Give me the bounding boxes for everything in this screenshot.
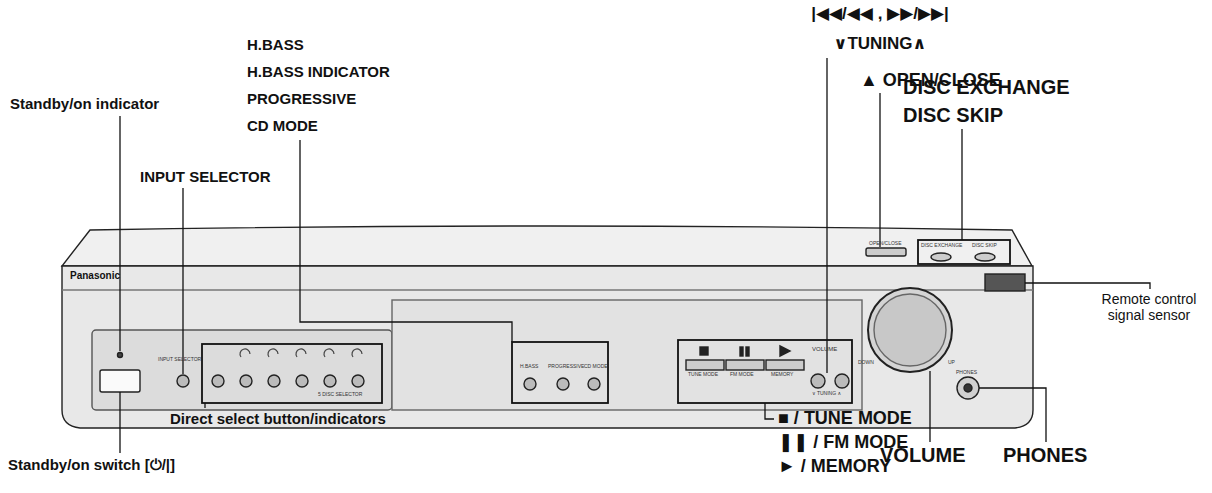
- face-edge: [62, 289, 1033, 290]
- standby-indicator: [118, 353, 123, 358]
- group-outline: [918, 240, 1010, 264]
- callout-label: H.BASS INDICATOR: [247, 63, 390, 80]
- callout-label: Direct select button/indicators: [170, 410, 386, 427]
- callout-label: Standby/on switch [⏻/|]: [8, 456, 175, 473]
- callout-label: PHONES: [1003, 444, 1087, 467]
- panel-print: H.BASS: [520, 364, 538, 370]
- panel-print: ∨ TUNING ∧: [812, 391, 841, 397]
- group-outline: [512, 342, 608, 403]
- group-outline: [678, 340, 852, 403]
- panel-print: CD MODE: [584, 364, 608, 370]
- panel-print: DOWN: [858, 360, 874, 366]
- panel-print: FM MODE: [730, 372, 754, 378]
- disc-icon: [240, 349, 250, 357]
- disc-icon: [324, 349, 334, 357]
- disc-icon: [268, 349, 278, 357]
- volume-knob: [868, 288, 952, 372]
- phones-jack: [957, 377, 979, 399]
- panel-print: OPEN/CLOSE: [869, 241, 902, 247]
- panel-print: DISC EXCHANGE: [921, 243, 962, 249]
- center-panel: [392, 300, 862, 410]
- panel-print: MEMORY: [771, 372, 793, 378]
- callout-label: ∨TUNING∧: [834, 34, 927, 54]
- panel-print: PROGRESSIVE: [548, 364, 584, 370]
- panel-print: PHONES: [956, 370, 977, 376]
- group-outline: [202, 344, 382, 403]
- callout-label: CD MODE: [247, 117, 318, 134]
- callout-label: Remote control signal sensor: [1090, 291, 1208, 323]
- callout-label: INPUT SELECTOR: [140, 168, 271, 185]
- disc-icon: [296, 349, 306, 357]
- standby-switch: [100, 370, 140, 392]
- input-selector-button: [177, 375, 189, 387]
- callout-label: ■ / TUNE MODE: [778, 408, 912, 429]
- panel-print: UP: [948, 360, 955, 366]
- callout-label: PROGRESSIVE: [247, 90, 356, 107]
- top-surface: [62, 226, 1032, 266]
- remote-sensor: [985, 274, 1025, 291]
- panel-print: 5 DISC SELECTOR: [318, 392, 362, 398]
- callout-label: DISC SKIP: [903, 104, 1003, 127]
- callout-label: ► / MEMORY: [778, 456, 891, 477]
- open-close-button: [866, 248, 906, 256]
- panel-print: TUNE MODE: [688, 372, 718, 378]
- panel-print: DISC SKIP: [972, 243, 997, 249]
- brand-mark: Panasonic: [70, 270, 120, 282]
- callout-label: VOLUME: [880, 444, 966, 467]
- left-panel: [92, 330, 392, 410]
- leader-lines: [120, 58, 1150, 453]
- disc-icon: [352, 349, 362, 357]
- callout-label: DISC EXCHANGE: [903, 76, 1070, 99]
- callout-label: Standby/on indicator: [10, 95, 159, 112]
- front-face: [62, 266, 1033, 428]
- callout-label: |◀◀/◀◀ , ▶▶/▶▶|: [811, 4, 949, 24]
- panel-print: INPUT SELECTOR: [158, 357, 201, 363]
- callout-label: H.BASS: [247, 36, 304, 53]
- panel-print: VOLUME: [812, 346, 837, 353]
